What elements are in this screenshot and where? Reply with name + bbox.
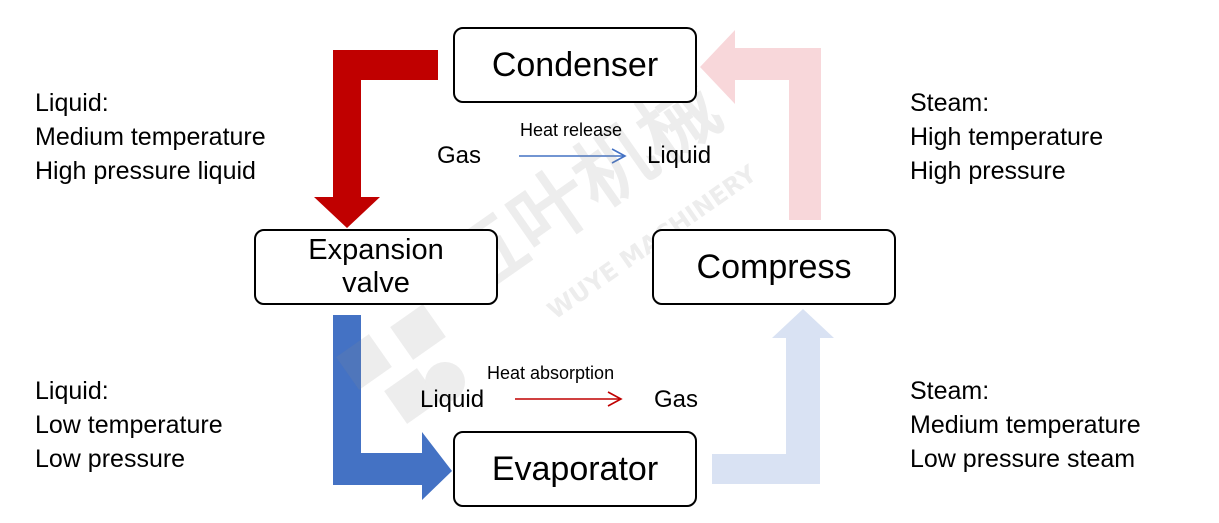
top-transition-label: Heat release [520, 120, 623, 140]
bottom-transition-to: Gas [654, 386, 699, 413]
state-top-left-line: Liquid: [35, 89, 109, 117]
state-top-right: Steam: High temperature High pressure [910, 86, 1103, 188]
state-bottom-left-line: Liquid: [35, 377, 109, 405]
heat-absorption-arrow [515, 391, 623, 407]
top-transition-from: Gas [437, 142, 482, 169]
state-top-right-line: High temperature [910, 123, 1104, 151]
state-bottom-left-line: Low pressure [35, 445, 186, 473]
bottom-transition-label: Heat absorption [487, 363, 615, 383]
compress-box: Compress [652, 229, 896, 305]
compress-label: Compress [696, 247, 852, 286]
heat-release-arrow [519, 148, 627, 164]
bottom-transition-from: Liquid [420, 386, 485, 413]
lightblue-flow-arrow [712, 309, 834, 484]
state-bottom-right-line: Steam: [910, 377, 990, 405]
blue-flow-arrow [333, 315, 452, 500]
state-top-left-line: Medium temperature [35, 123, 266, 151]
state-bottom-left: Liquid: Low temperature Low pressure [35, 374, 223, 476]
evaporator-label: Evaporator [491, 449, 659, 488]
state-bottom-right-line: Low pressure steam [910, 445, 1136, 473]
state-top-left: Liquid: Medium temperature High pressure… [35, 86, 266, 188]
expansion-valve-label-line1: Expansion [308, 234, 444, 266]
pink-flow-arrow [700, 30, 821, 220]
state-bottom-left-line: Low temperature [35, 411, 223, 439]
top-transition-to: Liquid [647, 142, 712, 169]
watermark-logo-icon [336, 304, 465, 424]
evaporator-box: Evaporator [453, 431, 697, 507]
state-top-right-line: High pressure [910, 157, 1066, 185]
condenser-label: Condenser [491, 45, 659, 84]
expansion-valve-label-line2: valve [342, 267, 410, 299]
state-bottom-right-line: Medium temperature [910, 411, 1141, 439]
state-top-left-line: High pressure liquid [35, 157, 256, 185]
expansion-valve-box: Expansion valve [254, 229, 498, 305]
red-flow-arrow [314, 50, 438, 228]
state-bottom-right: Steam: Medium temperature Low pressure s… [910, 374, 1141, 476]
state-top-right-line: Steam: [910, 89, 990, 117]
condenser-box: Condenser [453, 27, 697, 103]
